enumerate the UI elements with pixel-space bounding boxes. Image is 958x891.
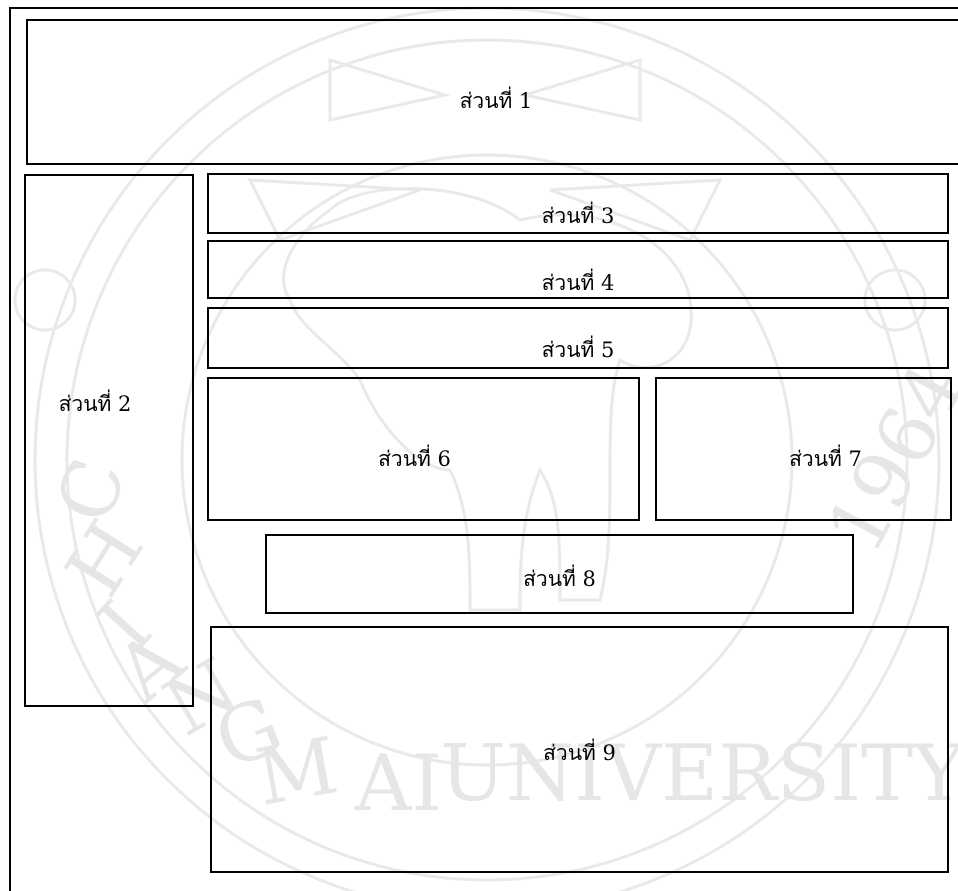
section-1-label: ส่วนที่ 1 (459, 88, 533, 113)
section-6-box: ส่วนที่ 6 (207, 377, 640, 521)
section-5-box: ส่วนที่ 5 (207, 307, 949, 369)
section-4-label: ส่วนที่ 4 (541, 271, 615, 295)
section-2-label: ส่วนที่ 2 (58, 392, 132, 416)
section-9-box: ส่วนที่ 9 (210, 626, 949, 873)
section-3-box: ส่วนที่ 3 (207, 173, 949, 234)
section-7-label: ส่วนที่ 7 (789, 446, 862, 471)
section-2-box: ส่วนที่ 2 (24, 174, 194, 707)
section-3-label: ส่วนที่ 3 (541, 204, 615, 228)
section-5-label: ส่วนที่ 5 (541, 337, 615, 362)
section-8-label: ส่วนที่ 8 (523, 566, 596, 591)
section-7-box: ส่วนที่ 7 (655, 377, 952, 521)
section-4-box: ส่วนที่ 4 (207, 240, 949, 299)
section-8-box: ส่วนที่ 8 (265, 534, 854, 614)
section-9-label: ส่วนที่ 9 (543, 741, 616, 765)
section-6-label: ส่วนที่ 6 (378, 446, 451, 471)
section-1-box: ส่วนที่ 1 (26, 19, 958, 165)
outer-frame (9, 7, 958, 891)
